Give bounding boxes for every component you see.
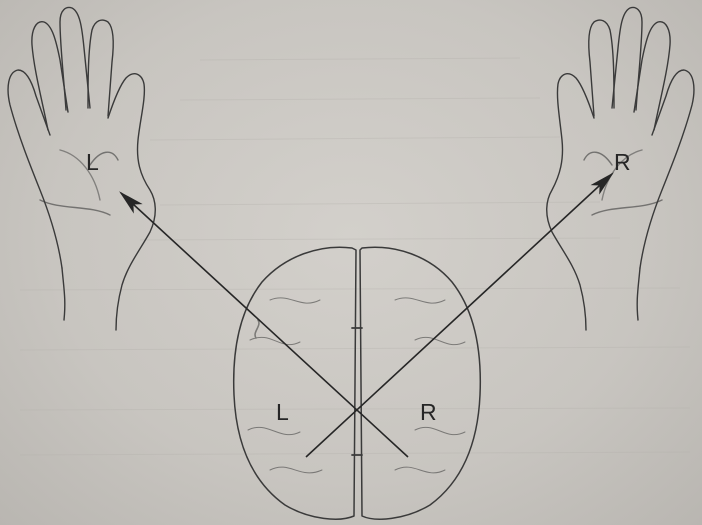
left-hemisphere-label: L [276, 401, 289, 424]
right-hemisphere-outline [360, 247, 480, 519]
left-hand-label: L [86, 151, 99, 174]
cortex-folds [248, 298, 465, 473]
brain-drawing [234, 247, 481, 519]
right-hand-label: R [614, 151, 631, 174]
arrow-right-hemisphere-to-left-hand [121, 193, 408, 457]
arrow-left-hemisphere-to-right-hand [306, 174, 612, 457]
left-hand-drawing [8, 8, 155, 330]
crossing-arrows [121, 174, 612, 457]
left-hemisphere-outline [234, 247, 356, 519]
right-hemisphere-label: R [420, 401, 437, 424]
